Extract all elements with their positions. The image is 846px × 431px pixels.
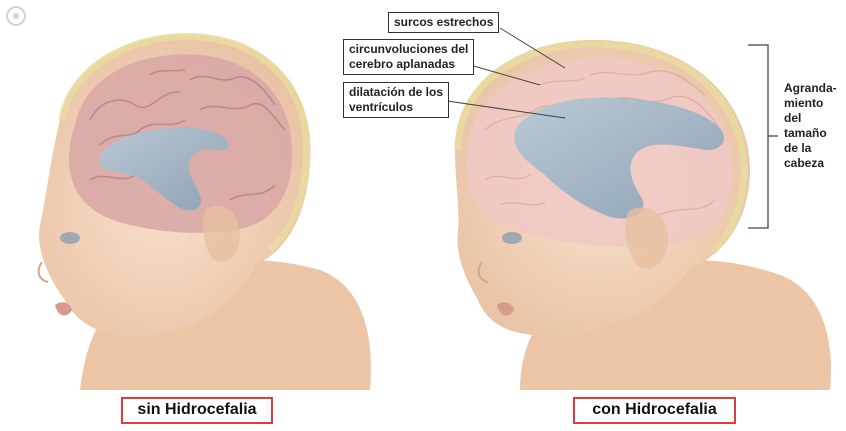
head-enlargement-line-1: Agranda- xyxy=(784,81,842,96)
label-narrow-sulci: surcos estrechos xyxy=(388,12,499,33)
caption-with-hydrocephalus: con Hidrocefalia xyxy=(573,397,736,424)
logo-icon xyxy=(7,7,25,25)
label-flattened-gyri-line1: circunvoluciones del xyxy=(349,42,468,57)
head-enlargement-line-2: miento xyxy=(784,96,842,111)
label-ventricle-dilation-line1: dilatación de los xyxy=(349,85,443,100)
head-enlargement-line-4: tamaño xyxy=(784,126,842,141)
label-flattened-gyri: circunvoluciones del cerebro aplanadas xyxy=(343,39,474,75)
head-enlargement-line-6: cabeza xyxy=(784,156,842,171)
baby-normal xyxy=(39,34,371,390)
label-ventricle-dilation-line2: ventrículos xyxy=(349,100,443,115)
baby-hydrocephalus xyxy=(455,40,831,390)
head-enlargement-line-5: de la xyxy=(784,141,842,156)
label-ventricle-dilation: dilatación de los ventrículos xyxy=(343,82,449,118)
label-narrow-sulci-text: surcos estrechos xyxy=(394,15,493,29)
caption-without-hydrocephalus: sin Hidrocefalia xyxy=(121,397,273,424)
caption-left-text: sin Hidrocefalia xyxy=(137,401,256,418)
label-head-enlargement: Agranda- miento del tamaño de la cabeza xyxy=(784,81,842,171)
head-size-bracket xyxy=(748,45,778,228)
eye-right xyxy=(502,232,522,244)
eye-left xyxy=(60,232,80,244)
caption-right-text: con Hidrocefalia xyxy=(592,401,716,418)
head-enlargement-line-3: del xyxy=(784,111,842,126)
label-flattened-gyri-line2: cerebro aplanadas xyxy=(349,57,468,72)
